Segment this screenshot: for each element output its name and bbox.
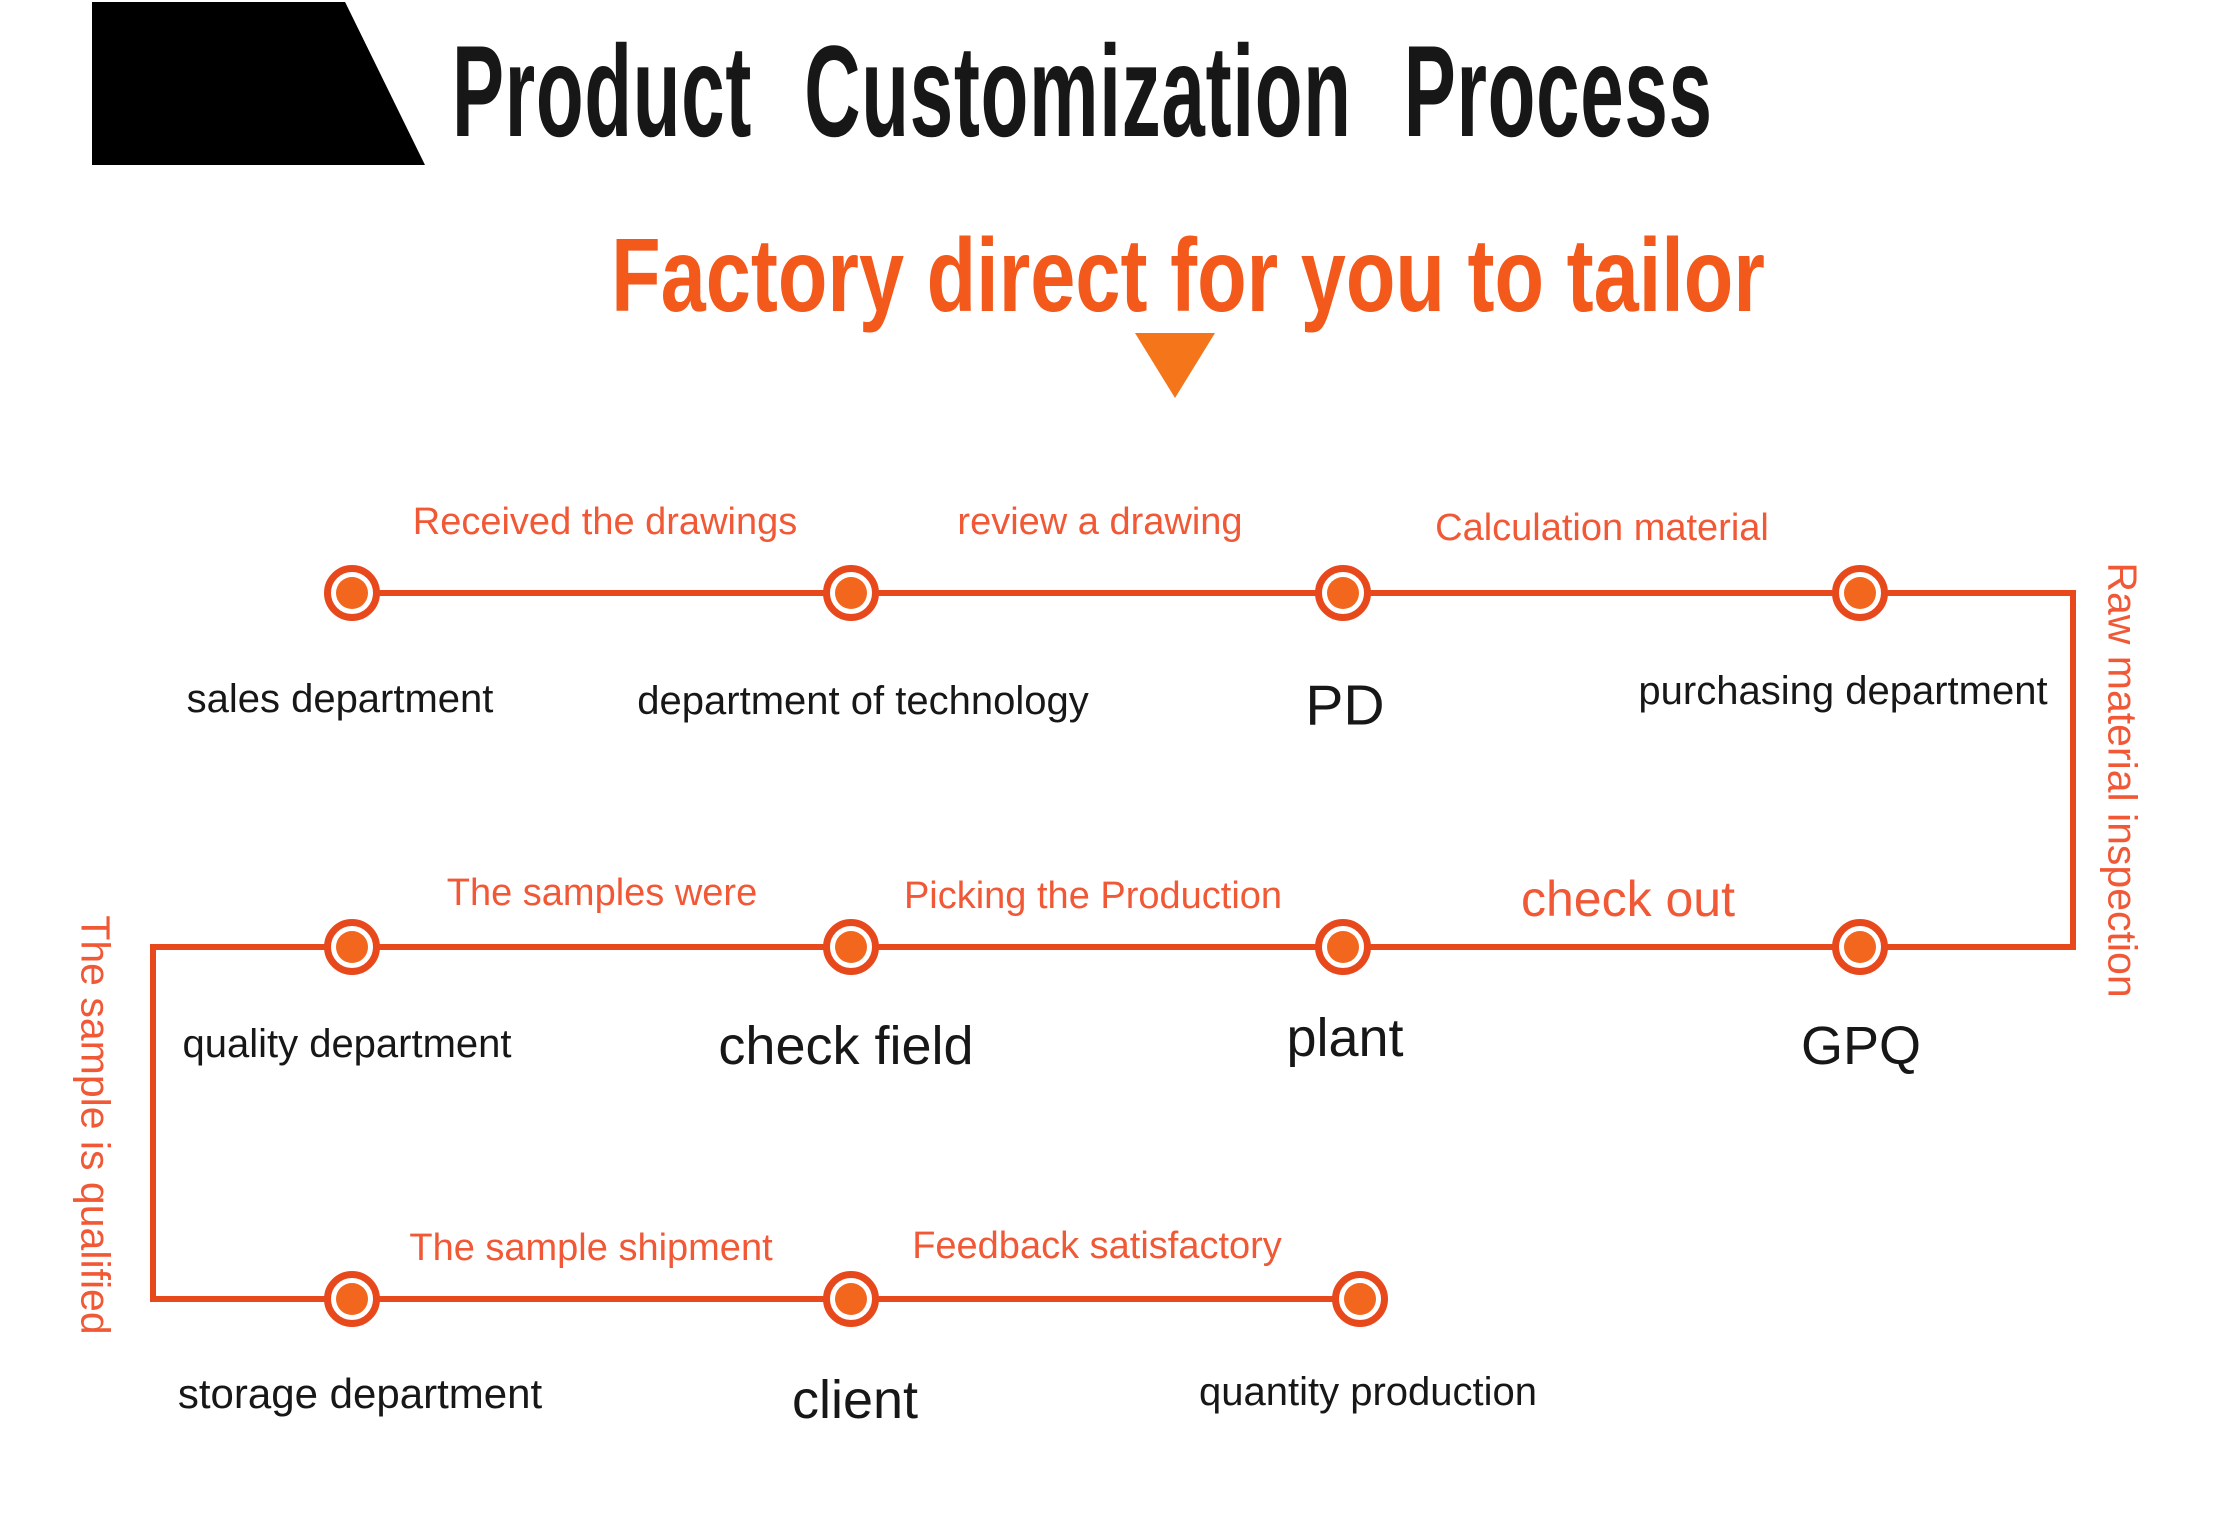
label-pd: PD bbox=[1305, 673, 1385, 738]
label-quality-department: quality department bbox=[182, 1022, 512, 1066]
edge-label-calculation-material: Calculation material bbox=[1435, 507, 1769, 549]
node-storage-department bbox=[324, 1271, 380, 1327]
node-check-field bbox=[823, 919, 879, 975]
label-plant: plant bbox=[1286, 1008, 1404, 1068]
subtitle: Factory direct for you to tailor bbox=[611, 218, 1765, 334]
node-gpq bbox=[1832, 919, 1888, 975]
node-pd bbox=[1315, 565, 1371, 621]
flow-line-row1 bbox=[352, 590, 2076, 596]
logo-shape bbox=[92, 2, 425, 165]
label-department-of-technology: department of technology bbox=[637, 679, 1089, 723]
node-department-of-technology bbox=[823, 565, 879, 621]
side-label-raw-material-inspection: Raw material inspection bbox=[2099, 562, 2146, 998]
label-quantity-production: quantity production bbox=[1198, 1370, 1538, 1414]
node-purchasing-department bbox=[1832, 565, 1888, 621]
flow-line-right-down bbox=[2070, 593, 2076, 950]
down-arrow-icon bbox=[1135, 333, 1215, 398]
label-gpq: GPQ bbox=[1800, 1016, 1922, 1076]
edge-label-feedback-satisfactory: Feedback satisfactory bbox=[912, 1225, 1282, 1267]
edge-label-review-a-drawing: review a drawing bbox=[957, 501, 1243, 543]
label-client: client bbox=[791, 1370, 919, 1430]
node-quantity-production bbox=[1332, 1271, 1388, 1327]
label-sales-department: sales department bbox=[186, 677, 494, 721]
flow-line-row3 bbox=[150, 1296, 1363, 1302]
node-sales-department bbox=[324, 565, 380, 621]
edge-label-the-sample-shipment: The sample shipment bbox=[409, 1227, 773, 1269]
label-check-field: check field bbox=[718, 1016, 974, 1076]
label-storage-department: storage department bbox=[177, 1370, 543, 1417]
edge-label-received-the-drawings: Received the drawings bbox=[412, 501, 798, 543]
flow-line-left-down bbox=[150, 947, 156, 1302]
flow-line-row2 bbox=[150, 944, 2076, 950]
page-title: Product Customization Process bbox=[452, 18, 1713, 164]
node-plant bbox=[1315, 919, 1371, 975]
label-purchasing-department: purchasing department bbox=[1638, 669, 2048, 713]
node-quality-department bbox=[324, 919, 380, 975]
node-client bbox=[823, 1271, 879, 1327]
edge-label-check-out: check out bbox=[1520, 871, 1736, 927]
edge-label-picking-the-production: Picking the Production bbox=[903, 875, 1283, 917]
edge-label-the-samples-were: The samples were bbox=[446, 872, 758, 914]
side-label-the-sample-is-qualified: The sample is qualified bbox=[72, 915, 119, 1335]
